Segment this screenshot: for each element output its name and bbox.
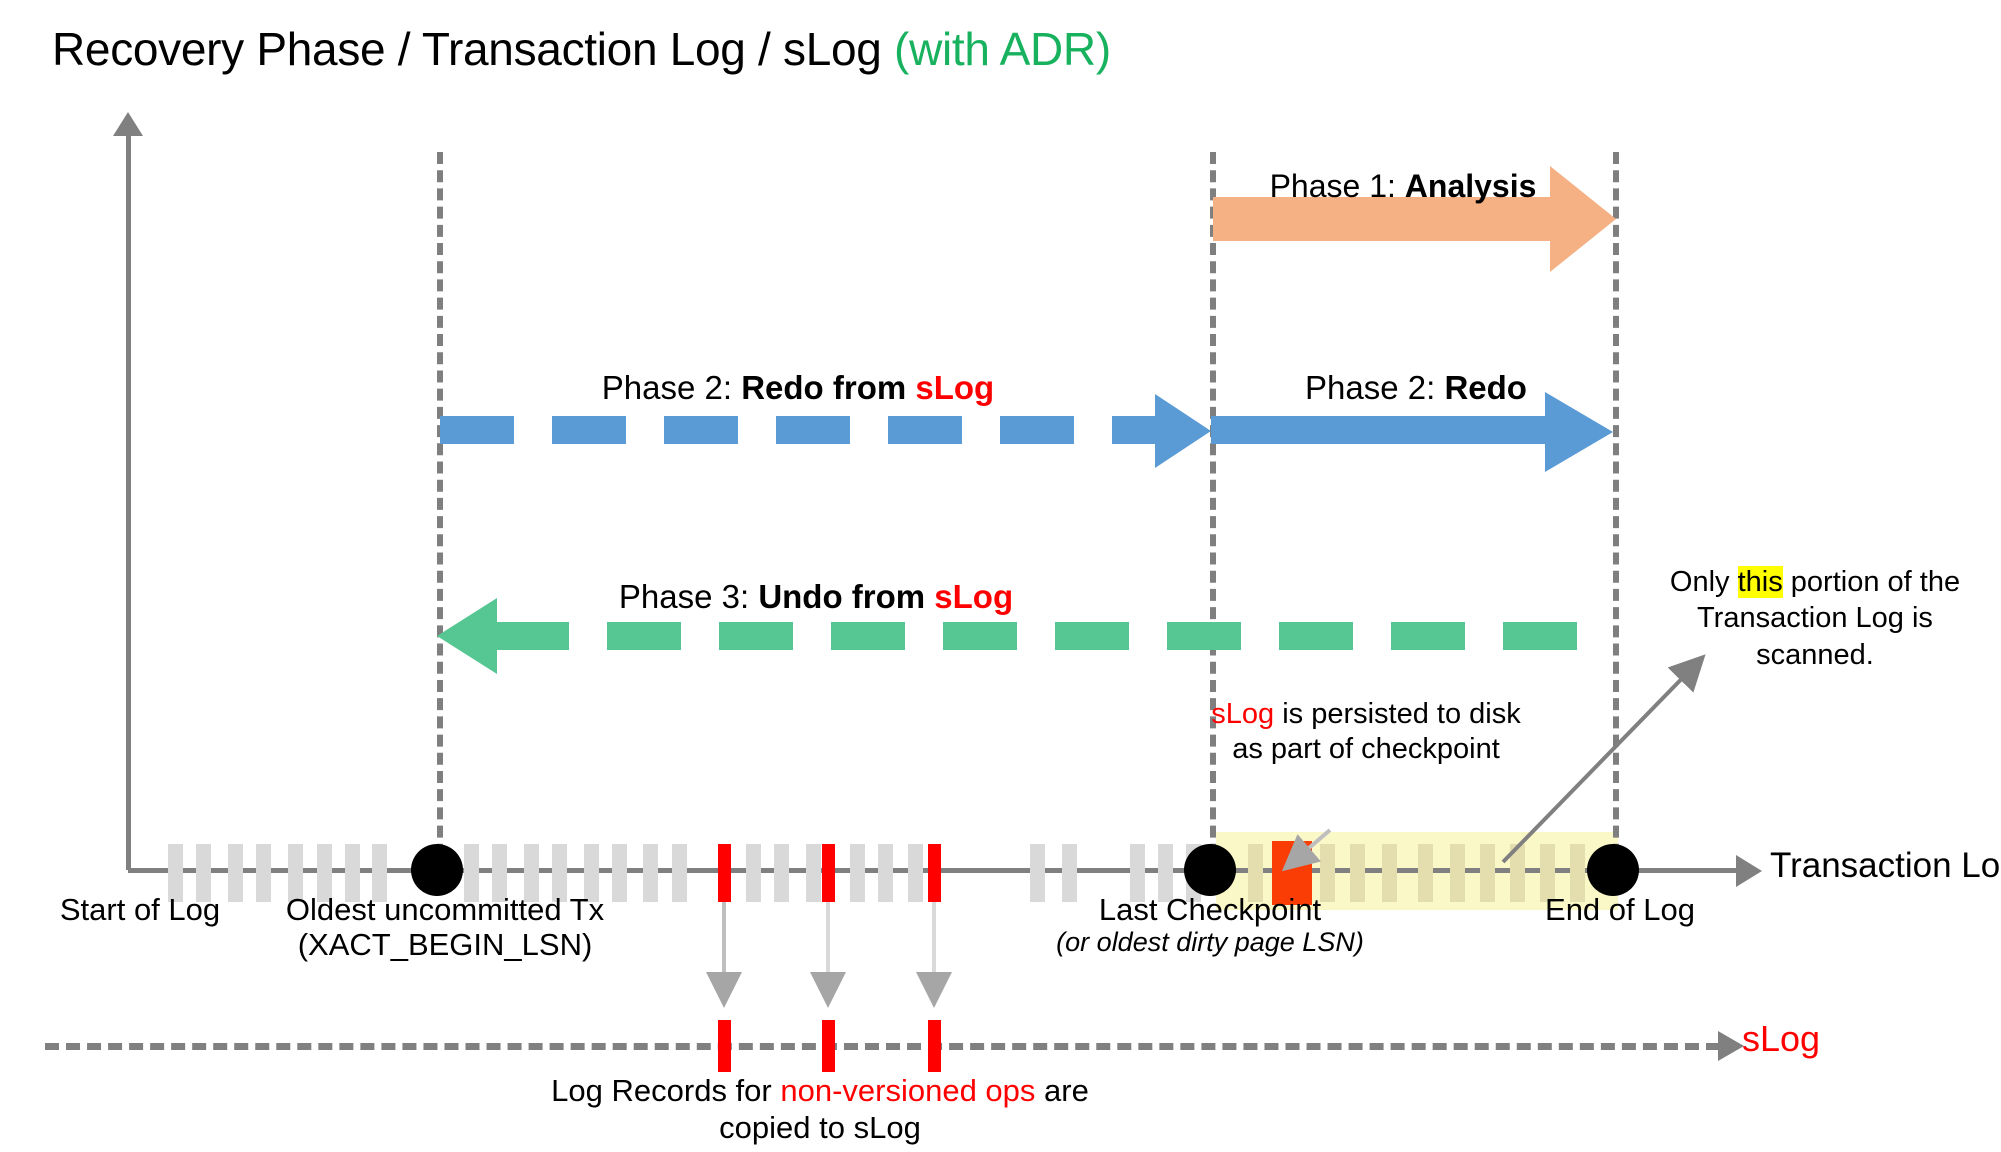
log-record-red [822, 1020, 835, 1072]
callout-scan-highlight: this [1737, 566, 1783, 598]
phase2a-name: Redo from [741, 369, 916, 406]
label-last-checkpoint-main: Last Checkpoint [1098, 892, 1322, 927]
copy-note-accent: non-versioned ops [780, 1073, 1036, 1108]
phase2-redo-from-slog-arrowhead-icon [1155, 394, 1211, 468]
log-record-dim [1480, 844, 1495, 902]
label-oldest-uncommitted-tx-main: Oldest uncommitted Tx [285, 892, 605, 927]
log-record-gray [850, 844, 865, 902]
label-last-checkpoint: Last Checkpoint (or oldest dirty page LS… [1040, 892, 1380, 958]
phase1-analysis-arrowhead-icon [1550, 166, 1616, 272]
label-copied-to-slog: Log Records for non-versioned ops are co… [540, 1072, 1100, 1146]
copy-note-post: are copied to sLog [719, 1073, 1089, 1146]
log-record-dim [1350, 844, 1365, 902]
callout-scan-pre: Only [1669, 566, 1738, 598]
log-record-gray [552, 844, 567, 902]
log-record-gray [908, 844, 923, 902]
log-record-gray [746, 844, 761, 902]
log-record-gray [1130, 844, 1145, 902]
log-record-gray [524, 844, 539, 902]
guide-line-end-of-log [1613, 152, 1619, 874]
log-record-gray [372, 844, 387, 902]
log-record-gray [288, 844, 303, 902]
phase2-redo-arrow-shaft [1211, 416, 1551, 444]
phase3-undo-from-slog-arrowhead-icon [437, 598, 497, 674]
phase2b-name: Redo [1444, 369, 1527, 406]
label-start-of-log: Start of Log [59, 892, 221, 927]
vertical-axis-line [126, 128, 131, 870]
log-record-red [822, 844, 835, 902]
log-record-gray [1030, 844, 1045, 902]
log-record-gray [168, 844, 183, 902]
guide-line-last-checkpoint [1210, 152, 1216, 874]
log-record-gray [256, 844, 271, 902]
log-record-gray [317, 844, 332, 902]
phase3-prefix: Phase 3: [618, 578, 759, 615]
log-record-gray [643, 844, 658, 902]
label-end-of-log: End of Log [1545, 892, 1695, 927]
callout-slog-persisted: sLog is persisted to disk as part of che… [1206, 697, 1526, 768]
log-record-gray [345, 844, 360, 902]
phase2-redo-from-slog-arrow-shaft [440, 416, 1160, 444]
slog-axis-line [45, 1043, 1720, 1050]
oldest-tx-dot [411, 844, 463, 896]
callout-slog-accent: sLog [1211, 698, 1275, 730]
log-record-gray [612, 844, 627, 902]
log-record-gray [774, 844, 789, 902]
guide-line-oldest-uncommitted-tx [437, 152, 443, 874]
phase2a-accent: sLog [915, 369, 995, 406]
label-slog: sLog [1742, 1018, 1821, 1059]
phase2-redo-from-slog-label: Phase 2: Redo from sLog [440, 369, 1156, 407]
phase3-accent: sLog [934, 578, 1014, 615]
label-last-checkpoint-sub: (or oldest dirty page LSN) [1056, 927, 1364, 958]
end-of-log-dot [1587, 844, 1639, 896]
callout-slog-rest: is persisted to disk as part of checkpoi… [1232, 698, 1521, 766]
log-record-gray [492, 844, 507, 902]
phase2-redo-arrowhead-icon [1545, 392, 1613, 472]
log-record-gray [228, 844, 243, 902]
page-title: Recovery Phase / Transaction Log / sLog … [52, 22, 1111, 76]
checkpoint-dot [1184, 844, 1236, 896]
phase3-name: Undo from [758, 578, 935, 615]
log-record-gray [1158, 844, 1173, 902]
phase3-undo-from-slog-label: Phase 3: Undo from sLog [440, 578, 1192, 616]
log-record-red [928, 844, 941, 902]
label-oldest-uncommitted-tx-sub: (XACT_BEGIN_LSN) [297, 927, 593, 963]
log-record-gray [584, 844, 599, 902]
label-oldest-uncommitted-tx: Oldest uncommitted Tx (XACT_BEGIN_LSN) [245, 892, 645, 962]
page-title-main: Recovery Phase / Transaction Log / sLog [52, 23, 895, 75]
log-record-red [718, 844, 731, 902]
log-record-gray [878, 844, 893, 902]
log-record-red [928, 1020, 941, 1072]
phase1-analysis-arrow-shaft [1213, 197, 1558, 241]
log-record-gray [806, 844, 821, 902]
phase2b-prefix: Phase 2: [1305, 369, 1445, 406]
label-transaction-log: Transaction Log [1770, 846, 2001, 885]
log-record-gray [672, 844, 687, 902]
log-record-dim [1382, 844, 1397, 902]
vertical-axis-arrowhead-icon [113, 112, 143, 136]
callout-scanned-portion: Only this portion of the Transaction Log… [1640, 564, 1990, 673]
page-title-suffix: (with ADR) [894, 23, 1111, 75]
log-record-dim [1248, 844, 1263, 902]
phase1-analysis-label: Phase 1: Analysis [1233, 168, 1573, 205]
slog-axis-arrowhead-icon [1718, 1031, 1744, 1061]
phase2a-prefix: Phase 2: [601, 369, 742, 406]
copy-note-pre: Log Records for [551, 1073, 781, 1108]
phase1-name: Analysis [1404, 168, 1537, 204]
log-record-gray [464, 844, 479, 902]
log-record-dim [1450, 844, 1465, 902]
log-record-dim [1418, 844, 1433, 902]
log-record-red [718, 1020, 731, 1072]
transaction-log-axis-arrowhead-icon [1736, 855, 1762, 887]
phase1-prefix: Phase 1: [1269, 168, 1405, 204]
phase3-undo-from-slog-arrow-shaft [495, 622, 1615, 650]
log-record-gray [1062, 844, 1077, 902]
phase2-redo-label: Phase 2: Redo [1216, 369, 1616, 407]
callout-scan-post: portion of the Transaction Log is scanne… [1697, 566, 1961, 671]
log-record-gray [196, 844, 211, 902]
